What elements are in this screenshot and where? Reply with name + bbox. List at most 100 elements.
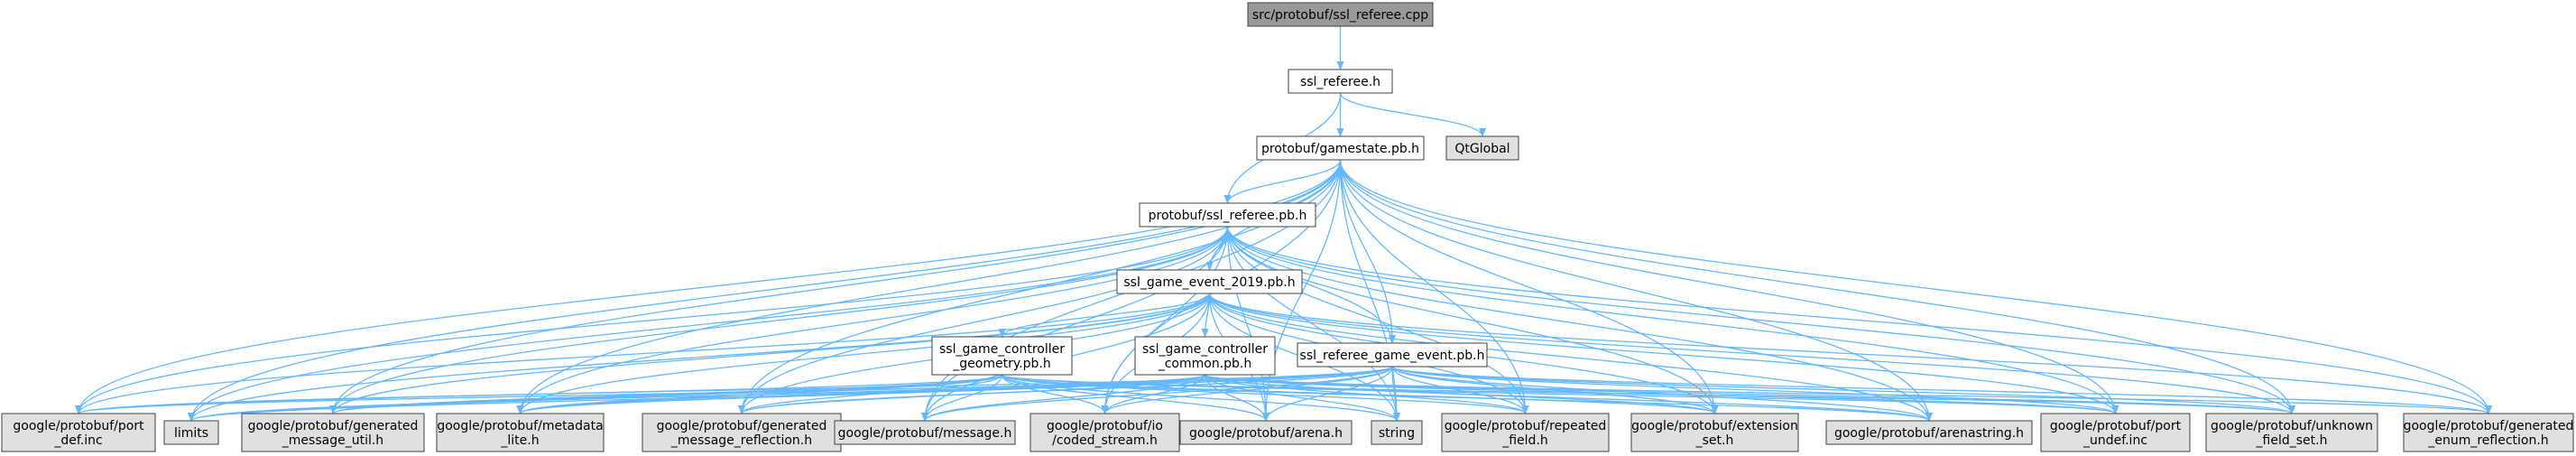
edge-ssl-referee-pb-to-repeated-field <box>1226 226 1529 414</box>
edge-ssl-game-event-2019-to-metadata-lite <box>516 293 1211 414</box>
node-limits: limits <box>163 420 219 445</box>
node-label-generated-enum-reflection-1: _enum_reflection.h <box>2427 433 2548 448</box>
node-gamestate-pb[interactable]: protobuf/gamestate.pb.h <box>1256 135 1425 161</box>
node-label-ssl-gc-geometry-1: _geometry.pb.h <box>952 357 1050 371</box>
node-label-coded-stream-1: /coded_stream.h <box>1052 433 1158 448</box>
edge-ssl-referee-pb-to-arenastring <box>1226 226 1933 422</box>
edge-ssl-referee-game-event-to-unknown-field-set <box>1391 366 2295 414</box>
edge-ssl-game-event-2019-to-port-def <box>75 293 1211 414</box>
node-box-generated-message-util <box>241 413 425 452</box>
node-label-metadata-lite-1: _lite.h <box>500 433 539 448</box>
node-label-repeated-field-1: _field.h <box>1501 433 1548 448</box>
node-box-qtglobal <box>1445 135 1519 161</box>
node-label-generated-message-util-1: _message_util.h <box>282 433 383 448</box>
node-box-ssl-gc-geometry <box>931 336 1073 376</box>
node-arenastring: google/protobuf/arenastring.h <box>1825 420 2033 445</box>
edge-ssl-referee-game-event-to-metadata-lite <box>516 366 1393 414</box>
node-box-gamestate-pb <box>1256 135 1425 161</box>
edge-ssl-referee-pb-to-extension-set <box>1226 226 1719 414</box>
edge-ssl-referee-game-event-to-arenastring <box>1391 366 1933 422</box>
edge-ssl-referee-h-to-qtglobal <box>1339 92 1486 137</box>
edge-ssl-referee-pb-to-generated-message-reflection <box>738 226 1229 414</box>
node-repeated-field: google/protobuf/repeated_field.h <box>1441 413 1610 452</box>
edge-ssl-referee-pb-to-limits <box>188 226 1229 422</box>
node-label-repeated-field-0: google/protobuf/repeated <box>1445 419 1607 433</box>
node-box-string <box>1371 420 1423 445</box>
node-box-arenastring <box>1825 420 2033 445</box>
node-qtglobal: QtGlobal <box>1445 135 1519 161</box>
node-label-metadata-lite-0: google/protobuf/metadata <box>437 419 603 433</box>
edge-ssl-referee-game-event-to-generated-message-util <box>329 366 1393 414</box>
node-label-string-0: string <box>1379 426 1415 441</box>
edge-gamestate-pb-to-arenastring <box>1339 159 1933 422</box>
node-label-generated-message-reflection-1: _message_reflection.h <box>670 433 812 448</box>
edge-ssl-game-event-2019-to-port-undef <box>1208 293 2119 414</box>
node-label-port-def-0: google/protobuf/port <box>13 419 144 433</box>
node-box-port-undef <box>2040 413 2191 452</box>
node-label-ssl-gc-geometry-0: ssl_game_controller <box>939 342 1065 357</box>
edge-ssl-referee-game-event-to-port-def <box>75 366 1393 414</box>
node-label-ssl-referee-game-event-0: ssl_referee_game_event.pb.h <box>1300 349 1485 363</box>
node-coded-stream: google/protobuf/io/coded_stream.h <box>1029 413 1180 452</box>
edge-ssl-referee-pb-to-unknown-field-set <box>1226 226 2295 414</box>
node-box-ssl-game-event-2019 <box>1116 269 1303 294</box>
node-label-gamestate-pb-0: protobuf/gamestate.pb.h <box>1261 142 1419 156</box>
node-label-extension-set-1: _set.h <box>1695 433 1734 448</box>
node-box-repeated-field <box>1441 413 1610 452</box>
edge-ssl-referee-game-event-to-generated-enum-reflection <box>1391 366 2492 414</box>
edge-gamestate-pb-to-ssl-referee-pb <box>1223 159 1342 204</box>
node-string: string <box>1371 420 1423 445</box>
node-label-generated-enum-reflection-0: google/protobuf/generated <box>2404 419 2574 433</box>
node-label-generated-message-util-0: google/protobuf/generated <box>248 419 419 433</box>
edge-ssl-referee-game-event-to-generated-message-reflection <box>738 366 1393 414</box>
edge-gamestate-pb-to-ssl-referee-game-event <box>1339 159 1396 344</box>
node-generated-enum-reflection: google/protobuf/generated_enum_reflectio… <box>2403 413 2574 452</box>
node-label-arenastring-0: google/protobuf/arenastring.h <box>1834 426 2024 441</box>
node-box-ssl-referee-pb <box>1139 202 1316 228</box>
node-ssl-gc-geometry[interactable]: ssl_game_controller_geometry.pb.h <box>931 336 1073 376</box>
node-label-unknown-field-set-0: google/protobuf/unknown <box>2211 419 2373 433</box>
node-label-unknown-field-set-1: _field_set.h <box>2256 433 2328 448</box>
node-label-port-undef-1: _undef.inc <box>2082 433 2147 448</box>
node-label-coded-stream-0: google/protobuf/io <box>1047 419 1163 433</box>
edge-gamestate-pb-to-generated-enum-reflection <box>1339 159 2492 414</box>
node-port-undef: google/protobuf/port_undef.inc <box>2040 413 2191 452</box>
node-label-port-def-1: _def.inc <box>53 433 102 448</box>
edge-ssl-gc-geometry-to-arena-h <box>1001 374 1270 422</box>
edge-ssl-referee-game-event-to-arena-h <box>1262 366 1393 422</box>
edge-ssl-game-event-2019-to-ssl-gc-geometry <box>998 293 1211 338</box>
node-ssl-referee-h[interactable]: ssl_referee.h <box>1288 69 1393 94</box>
node-box-ssl-referee-game-event <box>1297 342 1488 368</box>
node-label-arena-h-0: google/protobuf/arena.h <box>1189 426 1343 441</box>
edge-ssl-referee-game-event-to-port-undef <box>1391 366 2119 414</box>
node-ssl-referee-game-event[interactable]: ssl_referee_game_event.pb.h <box>1297 342 1488 368</box>
node-label-ssl-referee-pb-0: protobuf/ssl_referee.pb.h <box>1149 209 1307 223</box>
node-label-generated-message-reflection-0: google/protobuf/generated <box>657 419 827 433</box>
edge-ssl-referee-game-event-to-string <box>1391 366 1400 422</box>
node-label-port-undef-0: google/protobuf/port <box>2050 419 2182 433</box>
node-box-root <box>1247 2 1434 27</box>
node-port-def: google/protobuf/port_def.inc <box>1 413 156 452</box>
node-label-ssl-game-event-2019-0: ssl_game_event_2019.pb.h <box>1123 275 1295 290</box>
edge-ssl-gc-geometry-to-repeated-field <box>1001 374 1529 414</box>
edge-ssl-gc-common-to-unknown-field-set <box>1204 374 2295 414</box>
node-ssl-gc-common[interactable]: ssl_game_controller_common.pb.h <box>1134 336 1276 376</box>
node-metadata-lite: google/protobuf/metadata_lite.h <box>436 413 605 452</box>
node-ssl-referee-pb[interactable]: protobuf/ssl_referee.pb.h <box>1139 202 1316 228</box>
edge-ssl-referee-pb-to-generated-enum-reflection <box>1226 226 2492 414</box>
node-unknown-field-set: google/protobuf/unknown_field_set.h <box>2205 413 2378 452</box>
node-box-message-h <box>834 420 1016 445</box>
node-box-limits <box>163 420 219 445</box>
node-label-qtglobal-0: QtGlobal <box>1454 142 1510 156</box>
node-box-port-def <box>1 413 156 452</box>
edge-ssl-referee-pb-to-generated-message-util <box>329 226 1229 414</box>
edge-ssl-referee-game-event-to-repeated-field <box>1391 366 1529 414</box>
edge-ssl-gc-geometry-to-coded-stream <box>1001 374 1109 414</box>
edge-ssl-referee-game-event-to-message-h <box>921 366 1393 422</box>
node-box-ssl-referee-h <box>1288 69 1393 94</box>
edge-ssl-game-event-2019-to-generated-enum-reflection <box>1208 293 2492 414</box>
node-box-ssl-gc-common <box>1134 336 1276 376</box>
node-ssl-game-event-2019[interactable]: ssl_game_event_2019.pb.h <box>1116 269 1303 294</box>
